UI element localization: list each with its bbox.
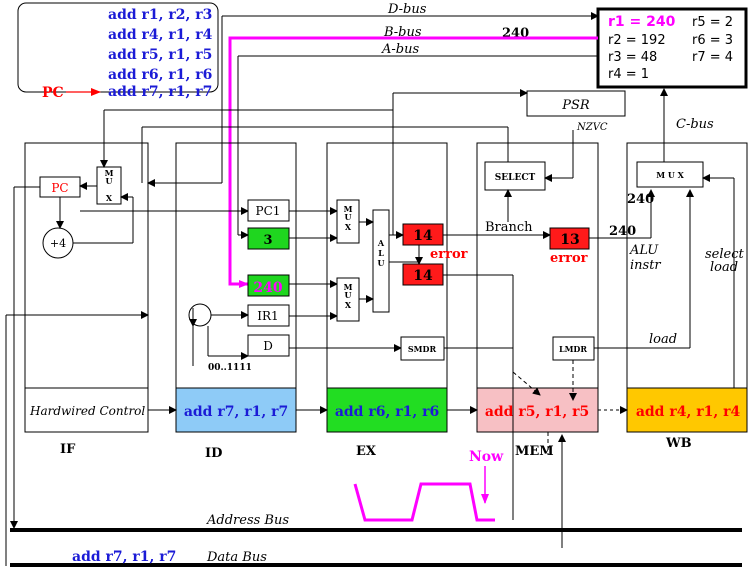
svg-text:U: U	[378, 258, 385, 268]
c-bus-label: C-bus	[676, 117, 714, 132]
stage-id-label: ID	[205, 446, 222, 461]
wb-select-load-2: load	[710, 260, 738, 275]
now-waveform	[353, 482, 495, 522]
ex-stage-instr: add r6, r1, r6	[335, 404, 439, 420]
psr-flags: NZVC	[576, 122, 608, 133]
reg-r1: r1 = 240	[608, 14, 676, 30]
ex-out-bottom-value: 14	[413, 268, 433, 284]
if-pc-label: PC	[51, 181, 68, 195]
reg-r7: r7 = 4	[692, 50, 733, 65]
if-control-label: Hardwired Control	[29, 404, 145, 418]
id-d-label: D	[263, 339, 273, 353]
ex-smdr-label: SMDR	[408, 344, 437, 354]
psr-label: PSR	[561, 98, 590, 113]
program-memory-box	[17, 2, 219, 93]
svg-text:M: M	[344, 204, 353, 214]
svg-text:A: A	[377, 238, 385, 248]
svg-text:X: X	[345, 222, 352, 232]
id-instr-band	[175, 387, 297, 433]
program-line-5: add r7, r1, r7	[108, 84, 212, 100]
b-bus-label: B-bus	[383, 25, 422, 40]
svg-text:M: M	[344, 282, 353, 292]
mem-select-label: SELECT	[495, 173, 536, 183]
svg-text:M U X: M U X	[656, 170, 684, 180]
id-pc1-label: PC1	[256, 204, 281, 218]
svg-text:L: L	[378, 248, 384, 258]
svg-text:U: U	[345, 212, 352, 222]
reg-r4: r4 = 1	[608, 67, 649, 82]
wb-select-load-1: select	[705, 247, 744, 262]
register-file	[596, 7, 748, 89]
if-plus4-label: +4	[50, 237, 66, 250]
id-const-label: 00..1111	[208, 363, 252, 373]
svg-text:M: M	[105, 168, 114, 178]
program-line-4: add r6, r1, r6	[108, 67, 212, 83]
wb-instr-band	[626, 387, 748, 433]
address-bus-label: Address Bus	[206, 513, 289, 528]
id-stage-instr: add r7, r1, r7	[184, 404, 288, 420]
id-a-register	[247, 274, 290, 297]
wb-alu-instr: ALU	[629, 243, 659, 258]
id-b-value: 3	[263, 233, 272, 248]
a-bus-label: A-bus	[381, 42, 419, 57]
stage-mem-label: MEM	[515, 444, 554, 459]
mem-stage-instr: add r5, r1, r5	[485, 404, 589, 420]
mem-out-value: 13	[560, 232, 579, 248]
stage-if-label: IF	[60, 442, 76, 457]
ex-alu	[372, 209, 390, 313]
program-line-2: add r4, r1, r4	[108, 27, 213, 43]
id-a-value: 240	[253, 280, 282, 296]
mem-lmdr-label: LMDR	[559, 344, 587, 354]
svg-text:X: X	[106, 193, 113, 203]
pc-pointer-label: PC	[42, 85, 64, 101]
id-d-register	[247, 334, 290, 357]
psr-box	[526, 90, 626, 117]
id-ir-loop	[188, 303, 212, 327]
wb-alu-instr-2: instr	[630, 258, 661, 273]
data-bus-label: Data Bus	[206, 550, 267, 565]
program-line-1: add r1, r2, r3	[108, 7, 212, 23]
id-ir1-label: IR1	[257, 309, 278, 323]
b-bus-forward-path	[228, 36, 598, 288]
mem-branch-label: Branch	[485, 220, 533, 235]
d-bus-label: D-bus	[387, 2, 427, 17]
data-bus-instr: add r7, r1, r7	[72, 549, 176, 565]
wb-load-label: load	[649, 332, 677, 347]
reg-r3: r3 = 48	[608, 50, 657, 65]
reg-r6: r6 = 3	[692, 33, 733, 48]
svg-text:U: U	[106, 176, 113, 186]
ex-error-label: error	[430, 247, 468, 262]
svg-text:X: X	[345, 300, 352, 310]
mem-error-label: error	[550, 251, 588, 266]
reg-r2: r2 = 192	[608, 33, 666, 48]
program-line-3: add r5, r1, r5	[108, 47, 212, 63]
reg-r5: r5 = 2	[692, 15, 733, 30]
stage-ex-label: EX	[356, 444, 377, 459]
wb-mux	[636, 161, 704, 188]
ex-out-top-value: 14	[413, 228, 433, 244]
ex-instr-band	[326, 387, 448, 433]
stage-wb-label: WB	[665, 436, 692, 451]
now-label: Now	[469, 449, 504, 465]
mem-out-bus-value: 240	[609, 224, 636, 239]
mem-select-box	[484, 161, 546, 191]
wb-mux-value: 240	[627, 192, 654, 207]
svg-text:U: U	[345, 290, 352, 300]
wb-stage-instr: add r4, r1, r4	[636, 404, 741, 420]
